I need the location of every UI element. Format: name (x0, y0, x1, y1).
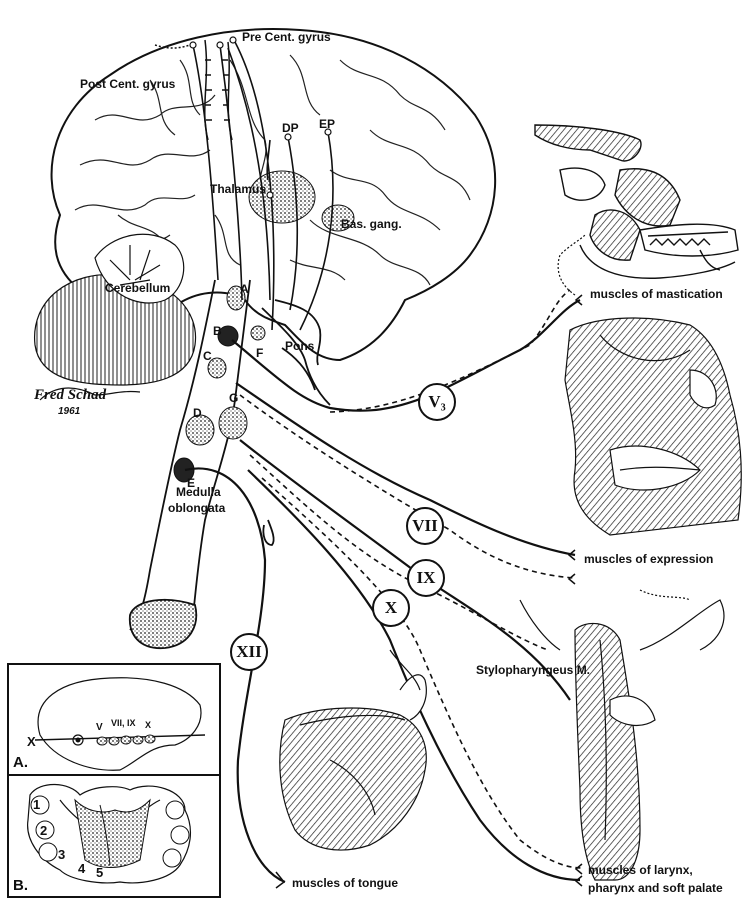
label-mastication: muscles of mastication (590, 288, 723, 300)
label-expression: muscles of expression (584, 553, 713, 565)
nerve-xii: XII (230, 633, 268, 671)
label-dp: DP (282, 122, 299, 134)
inset-b-num-4: 4 (78, 862, 85, 875)
inset-a-x-small: X (145, 721, 151, 730)
nucleus-g: G (229, 392, 238, 404)
label-pre-cent-gyrus: Pre Cent. gyrus (242, 31, 331, 43)
label-thalamus: Thalamus (210, 183, 266, 195)
label-post-cent-gyrus: Post Cent. gyrus (80, 78, 175, 90)
inset-a-x: X (27, 735, 36, 748)
tongue-illustration (280, 650, 427, 850)
nerve-x: X (372, 589, 410, 627)
nucleus-b: B (213, 325, 222, 337)
face-illustration (565, 318, 741, 535)
inset-panel (8, 664, 220, 897)
label-tongue: muscles of tongue (292, 877, 398, 889)
label-oblongata: oblongata (168, 502, 225, 514)
inset-a-letter: A. (13, 754, 28, 771)
nucleus-c: C (203, 350, 212, 362)
inset-b-num-1: 1 (33, 798, 40, 811)
inset-b-num-3: 3 (58, 848, 65, 861)
label-larynx-line1: muscles of larynx, (588, 864, 693, 876)
inset-b-num-2: 2 (40, 824, 47, 837)
label-ep: EP (319, 118, 335, 130)
nucleus-e: E (187, 477, 195, 489)
nerve-v3: V₃ (418, 383, 456, 421)
nucleus-d: D (193, 407, 202, 419)
signature-name: Fred Schad (34, 388, 106, 403)
label-medulla: Medulla (176, 486, 221, 498)
inset-a-v: V (96, 723, 103, 733)
inset-b-letter: B. (13, 877, 28, 894)
nerve-vii: VII (406, 507, 444, 545)
nucleus-f: F (256, 347, 263, 359)
inset-a-vii-ix: VII, IX (111, 719, 136, 728)
nucleus-a: A (240, 283, 249, 295)
larynx-illustration (520, 590, 724, 880)
thalamus (249, 171, 315, 223)
label-bas-gang: Bas. gang. (341, 218, 402, 230)
nerve-ix: IX (407, 559, 445, 597)
signature-year: 1961 (58, 407, 80, 417)
cerebellum (35, 234, 196, 385)
label-stylopharyngeus: Stylopharyngeus M. (476, 664, 590, 676)
label-larynx-line2: pharynx and soft palate (588, 882, 723, 894)
jaw-illustration (535, 125, 738, 278)
label-cerebellum: Cerebellum (105, 282, 170, 294)
label-pons: Pons (285, 340, 314, 352)
inset-b-num-5: 5 (96, 866, 103, 879)
